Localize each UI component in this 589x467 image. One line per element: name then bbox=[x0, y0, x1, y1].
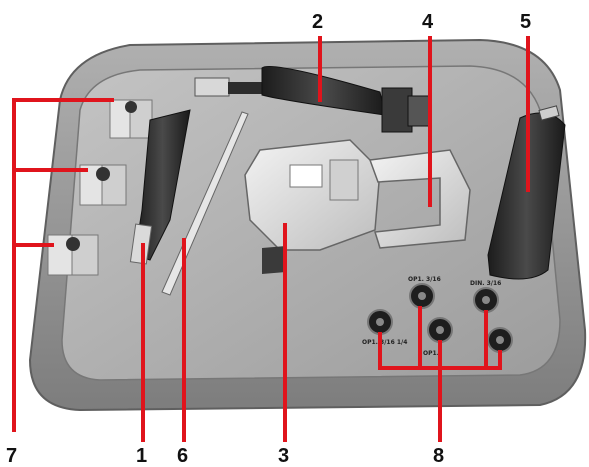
callout-number-2: 2 bbox=[312, 11, 323, 33]
callout-number-7: 7 bbox=[6, 445, 17, 467]
die-right bbox=[487, 327, 513, 353]
die-center bbox=[427, 317, 453, 343]
die-left bbox=[367, 309, 393, 335]
die-label-op1-3-16-1-4: OP1. 3/16 1/4 bbox=[362, 339, 407, 346]
die-op1-3-16 bbox=[409, 283, 435, 309]
die-din-3-16 bbox=[473, 287, 499, 313]
callout-numbers: 2 4 5 7 1 6 3 8 bbox=[6, 11, 531, 467]
callout-line-7-top bbox=[12, 98, 114, 432]
clamp-bar-top bbox=[109, 99, 153, 139]
clamp-bar-bottom bbox=[47, 234, 99, 276]
die-label-din-3-16: DIN. 3/16 bbox=[470, 280, 501, 287]
callout-number-1: 1 bbox=[136, 445, 147, 467]
callout-number-5: 5 bbox=[520, 11, 531, 33]
callout-number-3: 3 bbox=[278, 445, 289, 467]
die-label-op1: OP1. bbox=[423, 350, 439, 357]
flaring-dies: OP1. 3/16 DIN. 3/16 OP1. 3/16 1/4 OP1. bbox=[362, 276, 513, 357]
grip-handle bbox=[487, 105, 566, 280]
flaring-block bbox=[244, 139, 381, 274]
callout-number-4: 4 bbox=[422, 11, 434, 33]
callout-lines bbox=[12, 36, 530, 442]
callout-number-6: 6 bbox=[177, 445, 188, 467]
die-label-op1-3-16: OP1. 3/16 bbox=[408, 276, 441, 283]
callout-number-8: 8 bbox=[433, 445, 444, 467]
clamp-bar-sets bbox=[47, 99, 153, 276]
yoke bbox=[368, 149, 471, 249]
press-tool bbox=[194, 65, 431, 133]
